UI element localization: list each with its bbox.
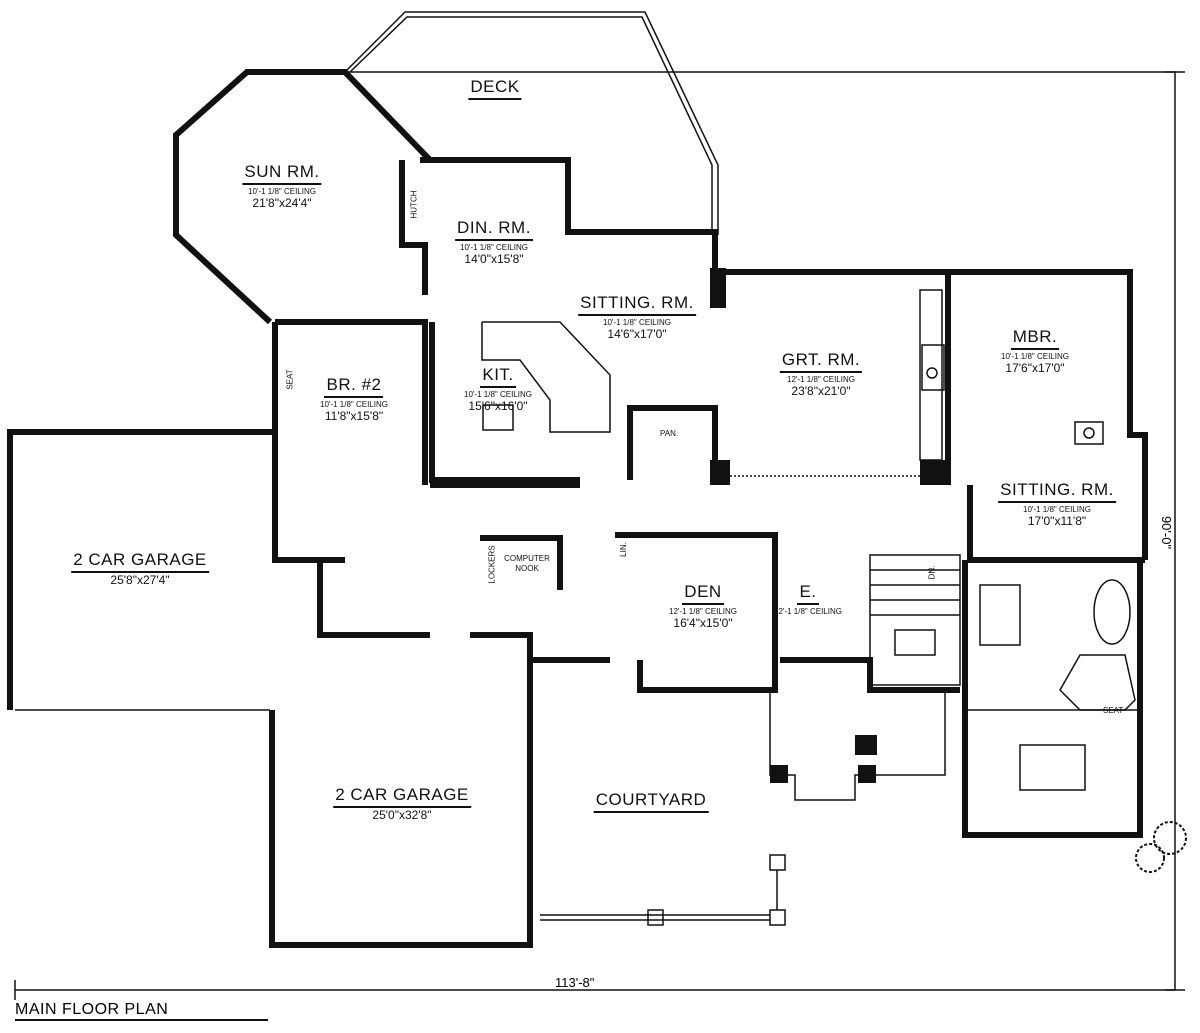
room-label-text: SUN RM. bbox=[242, 162, 322, 185]
room-label-text: 10'-1 1/8" CEILING bbox=[248, 187, 316, 196]
plan-title: MAIN FLOOR PLAN bbox=[15, 1001, 169, 1018]
room-label-text: 12'-1 1/8" CEILING bbox=[787, 375, 855, 384]
room-label-text: DECK bbox=[468, 77, 522, 100]
dimension-lines bbox=[14, 71, 1185, 1021]
room-label-text: 10'-1 1/8" CEILING bbox=[603, 318, 671, 327]
overall-width-dimension: 113'-8" bbox=[555, 975, 595, 990]
room-label-text: COURTYARD bbox=[593, 790, 709, 813]
room-label-text: 25'0"x32'8" bbox=[372, 808, 432, 822]
room-label-text: 10'-1 1/8" CEILING bbox=[1001, 352, 1069, 361]
room-label-text: BR. #2 bbox=[324, 375, 384, 398]
lockers-label: LOCKERS bbox=[487, 545, 497, 584]
staircase bbox=[869, 554, 961, 686]
room-label-text: 2 CAR GARAGE bbox=[71, 550, 209, 573]
room-label-text: 14'6"x17'0" bbox=[607, 327, 667, 341]
room-entry: E. 12'-1 1/8" CEILING bbox=[774, 582, 842, 616]
room-label-text: 14'0"x15'8" bbox=[464, 252, 524, 266]
room-label-text: 12'-1 1/8" CEILING bbox=[774, 607, 842, 616]
kitchen-island bbox=[481, 321, 611, 433]
courtyard: COURTYARD bbox=[593, 790, 709, 813]
room-label-text: 11'8"x15'8" bbox=[324, 409, 384, 423]
room-label-text: GRT. RM. bbox=[779, 350, 863, 373]
sun-room-walls bbox=[173, 69, 433, 325]
seat-label: SEAT bbox=[285, 369, 295, 390]
room-label-text: 10'-1 1/8" CEILING bbox=[1023, 505, 1091, 514]
room-label-text: SITTING. RM. bbox=[998, 480, 1116, 503]
room-label-text: DIN. RM. bbox=[455, 218, 533, 241]
room-label-text: 10'-1 1/8" CEILING bbox=[464, 390, 532, 399]
seat-label-bath: SEAT bbox=[1103, 706, 1124, 715]
garage-walls bbox=[7, 429, 275, 710]
hutch-label: HUTCH bbox=[409, 190, 419, 219]
room-label-text: 23'8"x21'0" bbox=[791, 384, 851, 398]
deck-outline bbox=[344, 11, 719, 235]
room-label-text: 15'6"x16'0" bbox=[468, 399, 528, 413]
room-label-text: KIT. bbox=[480, 365, 516, 388]
tree-icon bbox=[1135, 821, 1187, 873]
room-label-text: 16'4"x15'0" bbox=[673, 616, 733, 630]
room-label-text: 10'-1 1/8" CEILING bbox=[320, 400, 388, 409]
room-label-text: DEN bbox=[682, 582, 724, 605]
room-label-text: 25'8"x27'4" bbox=[110, 573, 170, 587]
stairs-down-label: DN. bbox=[927, 565, 937, 580]
linen-label: LIN. bbox=[618, 542, 628, 557]
courtyard-porch bbox=[540, 690, 946, 926]
room-label-text: MBR. bbox=[1010, 327, 1060, 350]
pantry-label: PAN. bbox=[660, 429, 679, 438]
room-label-text: 10'-1 1/8" CEILING bbox=[460, 243, 528, 252]
room-label-text: 2 CAR GARAGE bbox=[333, 785, 471, 808]
computer-nook-label: COMPUTER NOOK bbox=[504, 554, 550, 573]
bedroom-2-walls bbox=[275, 319, 428, 485]
room-label-text: E. bbox=[797, 582, 819, 605]
room-deck: DECK bbox=[468, 77, 522, 100]
dining-walls bbox=[399, 160, 428, 295]
room-label-text: SITTING. RM. bbox=[578, 293, 696, 316]
room-label-text: 17'6"x17'0" bbox=[1005, 361, 1065, 375]
room-label-text: 12'-1 1/8" CEILING bbox=[669, 607, 737, 616]
overall-depth-dimension: 90'-0" bbox=[1159, 515, 1175, 550]
room-label-text: 21'8"x24'4" bbox=[252, 196, 312, 210]
room-label-text: 17'0"x11'8" bbox=[1027, 514, 1087, 528]
